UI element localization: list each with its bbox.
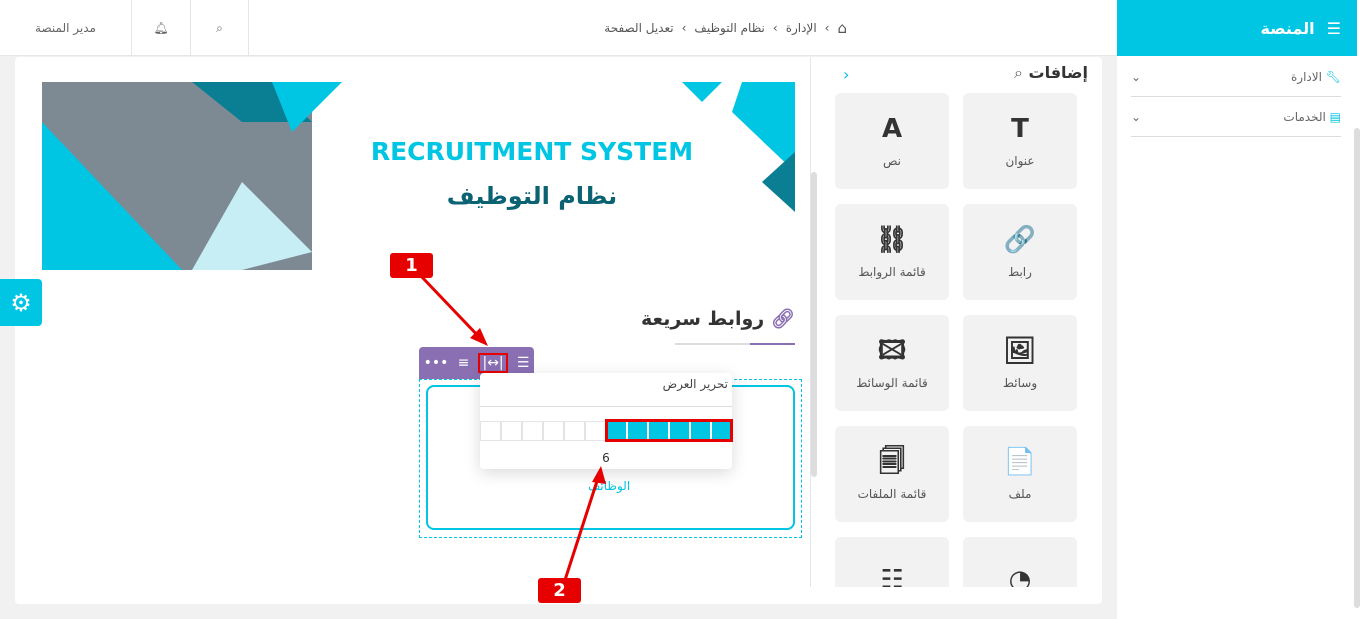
page-canvas: RECRUITMENT SYSTEM نظام التوظيف 🔗︎ روابط… xyxy=(15,57,808,597)
breadcrumb-item[interactable]: الإدارة xyxy=(785,21,817,35)
search-button[interactable]: ⌕ xyxy=(191,0,249,56)
addon-icon: 🖾 xyxy=(877,336,907,366)
addon-tiles: T عنوان A نص 🔗 رابط ⛓ قائمة الروابط 🖼 وسائط 🖾 قائمة… xyxy=(835,93,1077,587)
breadcrumb: ⌂› الإدارة› نظام التوظيف› تعديل الصفحة xyxy=(604,19,847,37)
addon-icon: 🔗 xyxy=(1003,225,1037,255)
addon-tile[interactable]: 📄 ملف xyxy=(963,426,1077,522)
addon-icon: ◔ xyxy=(1008,565,1032,587)
annotation-badge-2: 2 xyxy=(538,578,581,603)
link-icon: 🔗︎ xyxy=(770,308,795,330)
breadcrumb-item[interactable]: نظام التوظيف xyxy=(694,21,765,35)
menu-icon[interactable]: ☰ xyxy=(1326,18,1341,38)
annotation-highlight xyxy=(605,419,733,442)
banner-title-ar: نظام التوظيف xyxy=(447,182,617,210)
sidebar: المنصة ☰ ⌄الادارة 🔧︎ ⌄الخدمات ▤ xyxy=(1117,0,1366,619)
user-menu[interactable]: مدير المنصة xyxy=(0,0,132,56)
width-cell[interactable] xyxy=(543,421,564,441)
width-cell[interactable] xyxy=(480,421,501,441)
notifications-button[interactable]: 🔔︎ xyxy=(132,0,191,56)
addon-icon: A xyxy=(881,114,903,144)
width-cell[interactable] xyxy=(522,421,543,441)
sidebar-item-admin[interactable]: ⌄الادارة 🔧︎ xyxy=(1131,57,1341,97)
banner-image: RECRUITMENT SYSTEM نظام التوظيف xyxy=(42,82,795,270)
addon-tile[interactable]: 🔗 رابط xyxy=(963,204,1077,300)
search-icon: ⌕ xyxy=(1013,63,1023,82)
addon-icon: ☷ xyxy=(880,565,904,587)
addon-icon: ⛓ xyxy=(875,225,909,255)
brand: المنصة ☰ xyxy=(1117,0,1357,56)
sidebar-scrollbar[interactable] xyxy=(1354,128,1360,608)
addons-panel: إضافات ⌕ › T عنوان A نص 🔗 رابط ⛓ قائمة الروابط 🖼… xyxy=(810,57,1102,587)
addon-tile[interactable]: 🖾 قائمة الوسائط xyxy=(835,315,949,411)
banner-title-en: RECRUITMENT SYSTEM xyxy=(371,137,693,166)
wrench-icon: 🔧︎ xyxy=(1325,69,1341,84)
more-icon[interactable]: ••• xyxy=(423,355,449,371)
top-bar: مدير المنصة 🔔︎ ⌕ ⌂› الإدارة› نظام التوظي… xyxy=(0,0,1117,56)
addon-label: قائمة الوسائط xyxy=(856,376,928,390)
addon-label: عنوان xyxy=(1005,154,1035,168)
section-title: 🔗︎ روابط سريعة xyxy=(641,308,795,330)
gear-icon: ⚙ xyxy=(10,288,32,317)
addon-tile[interactable]: ☷ xyxy=(835,537,949,587)
addon-label: نص xyxy=(882,154,902,168)
breadcrumb-item: تعديل الصفحة xyxy=(604,21,674,35)
collapse-chevron-icon[interactable]: › xyxy=(843,65,850,84)
addon-label: ملف xyxy=(1008,487,1032,501)
addon-label: رابط xyxy=(1008,265,1032,279)
addon-label: وسائط xyxy=(1002,376,1038,390)
addon-label: قائمة الروابط xyxy=(858,265,926,279)
align-center-icon[interactable]: ≡ xyxy=(457,355,470,371)
width-cell[interactable] xyxy=(501,421,522,441)
settings-button[interactable]: ⚙ xyxy=(0,279,42,326)
addons-title: إضافات ⌕ xyxy=(1013,63,1088,82)
addon-tile[interactable]: T عنوان xyxy=(963,93,1077,189)
width-value: 6 xyxy=(602,451,610,465)
user-name: مدير المنصة xyxy=(35,21,96,35)
sidebar-item-label: الادارة xyxy=(1291,69,1322,84)
addon-icon: 🖼 xyxy=(1003,336,1037,366)
annotation-badge-1: 1 xyxy=(390,253,433,278)
addon-tile[interactable]: A نص xyxy=(835,93,949,189)
home-icon[interactable]: ⌂ xyxy=(837,19,847,37)
addon-tile[interactable]: ⛓ قائمة الروابط xyxy=(835,204,949,300)
addon-tile[interactable]: ◔ xyxy=(963,537,1077,587)
sidebar-item-label: الخدمات xyxy=(1283,109,1326,124)
addon-icon: 📄 xyxy=(1003,447,1037,477)
addon-label: قائمة الملفات xyxy=(857,487,927,501)
search-icon: ⌕ xyxy=(216,20,223,35)
justify-icon[interactable]: ☰ xyxy=(516,355,530,371)
width-popup-title: تحرير العرض xyxy=(480,373,732,407)
addon-tile[interactable]: 🖼 وسائط xyxy=(963,315,1077,411)
width-cell[interactable] xyxy=(564,421,585,441)
addon-icon: 🗐 xyxy=(879,447,905,477)
width-icon[interactable]: |↔| xyxy=(478,353,508,373)
canvas-scrollbar[interactable] xyxy=(811,172,817,477)
server-icon: ▤ xyxy=(1329,109,1341,124)
bell-icon: 🔔︎ xyxy=(153,21,169,35)
sidebar-item-services[interactable]: ⌄الخدمات ▤ xyxy=(1131,97,1341,137)
addon-icon: T xyxy=(1011,114,1029,144)
brand-label: المنصة xyxy=(1260,18,1315,38)
addon-tile[interactable]: 🗐 قائمة الملفات xyxy=(835,426,949,522)
